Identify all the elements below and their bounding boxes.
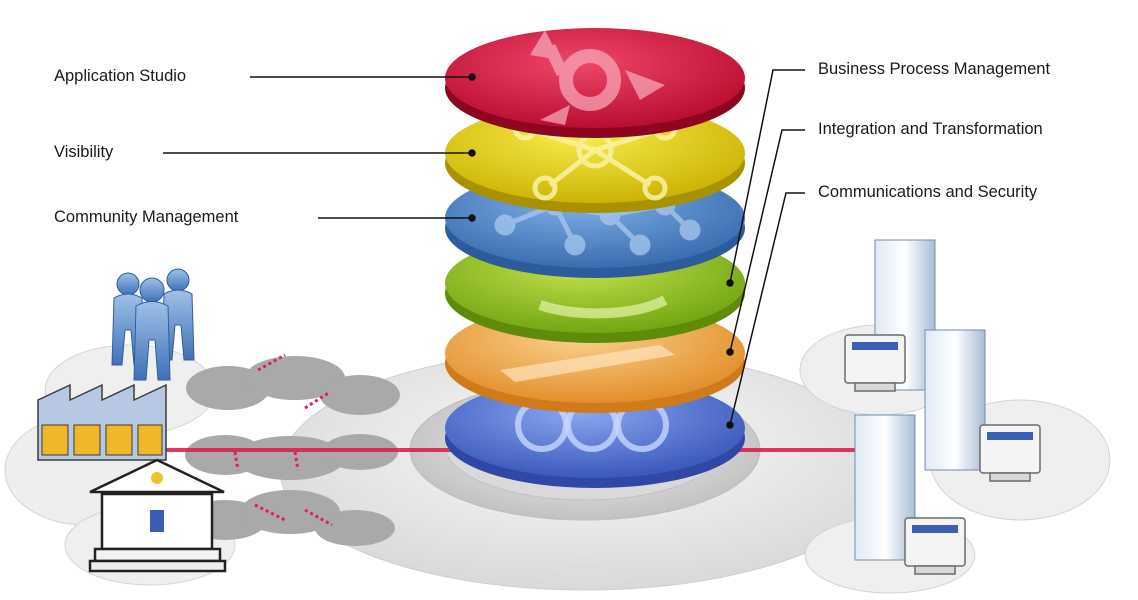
label-community-management: Community Management bbox=[54, 208, 239, 226]
connector-pads bbox=[183, 353, 400, 546]
bank-icon bbox=[88, 458, 227, 573]
monitor-icon bbox=[844, 334, 1041, 575]
label-integration-transformation: Integration and Transformation bbox=[818, 120, 1043, 138]
label-visibility: Visibility bbox=[54, 143, 114, 161]
layer-application-studio bbox=[445, 28, 745, 138]
factory-icon bbox=[37, 383, 167, 461]
label-application-studio: Application Studio bbox=[54, 67, 187, 85]
label-business-process-management: Business Process Management bbox=[818, 60, 1051, 78]
leader-lines bbox=[163, 69, 805, 429]
label-communications-security: Communications and Security bbox=[818, 183, 1038, 201]
people-icon bbox=[111, 268, 195, 381]
